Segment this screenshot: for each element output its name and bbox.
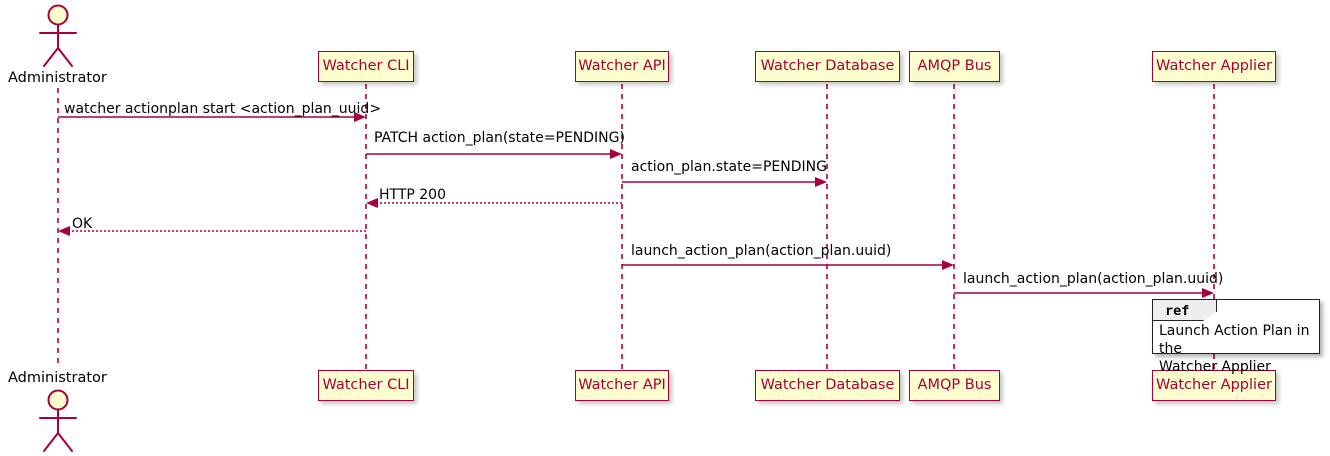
ref-fragment-body: Launch Action Plan in the Watcher Applie… <box>1159 323 1310 375</box>
participant-foot-watcher-applier[interactable]: Watcher Applier <box>1152 370 1276 401</box>
message-label-3: action_plan.state=PENDING <box>631 159 827 175</box>
actor-administrator-bottom <box>39 389 77 452</box>
participant-head-amqp-bus[interactable]: AMQP Bus <box>909 51 1000 82</box>
message-arrow-6 <box>622 260 954 270</box>
message-label-2: PATCH action_plan(state=PENDING) <box>374 130 625 146</box>
ref-fragment-tab <box>1153 300 1217 321</box>
message-arrow-1 <box>58 112 366 122</box>
participant-label: Watcher Database <box>760 58 895 75</box>
actor-label-administrator-top: Administrator <box>8 70 107 86</box>
participant-label: Watcher Applier <box>1156 58 1272 75</box>
participant-head-watcher-database[interactable]: Watcher Database <box>755 51 900 82</box>
participant-foot-watcher-cli[interactable]: Watcher CLI <box>318 370 414 401</box>
ref-fragment: ref Launch Action Plan in the Watcher Ap… <box>1152 299 1320 375</box>
participant-foot-watcher-api[interactable]: Watcher API <box>575 370 669 401</box>
participant-foot-watcher-database[interactable]: Watcher Database <box>755 370 900 401</box>
message-label-5: OK <box>72 216 93 232</box>
participant-label: Watcher Applier <box>1156 377 1272 394</box>
message-arrow-7 <box>954 288 1214 298</box>
message-arrow-3 <box>622 177 827 187</box>
message-arrow-4 <box>366 198 622 208</box>
actor-label-administrator-bottom: Administrator <box>8 370 107 386</box>
participant-head-watcher-cli[interactable]: Watcher CLI <box>318 51 414 82</box>
lifelines <box>57 84 1215 370</box>
participant-label: Watcher CLI <box>322 58 410 75</box>
participant-label: AMQP Bus <box>917 58 992 75</box>
message-label-7: launch_action_plan(action_plan.uuid) <box>963 271 1224 287</box>
participant-label: Watcher Database <box>760 377 895 394</box>
message-label-6: launch_action_plan(action_plan.uuid) <box>631 243 892 259</box>
message-arrow-5 <box>58 226 366 236</box>
participant-foot-amqp-bus[interactable]: AMQP Bus <box>909 370 1000 401</box>
actor-administrator-top <box>39 4 77 67</box>
participant-head-watcher-applier[interactable]: Watcher Applier <box>1152 51 1276 82</box>
message-arrow-2 <box>366 149 622 159</box>
participant-label: AMQP Bus <box>917 377 992 394</box>
message-label-1: watcher actionplan start <action_plan_uu… <box>64 101 382 117</box>
participant-label: Watcher API <box>578 58 666 75</box>
ref-fragment-tab-label: ref <box>1165 303 1190 319</box>
message-label-4: HTTP 200 <box>379 187 446 203</box>
participant-head-watcher-api[interactable]: Watcher API <box>575 51 669 82</box>
participant-label: Watcher API <box>578 377 666 394</box>
participant-label: Watcher CLI <box>322 377 410 394</box>
